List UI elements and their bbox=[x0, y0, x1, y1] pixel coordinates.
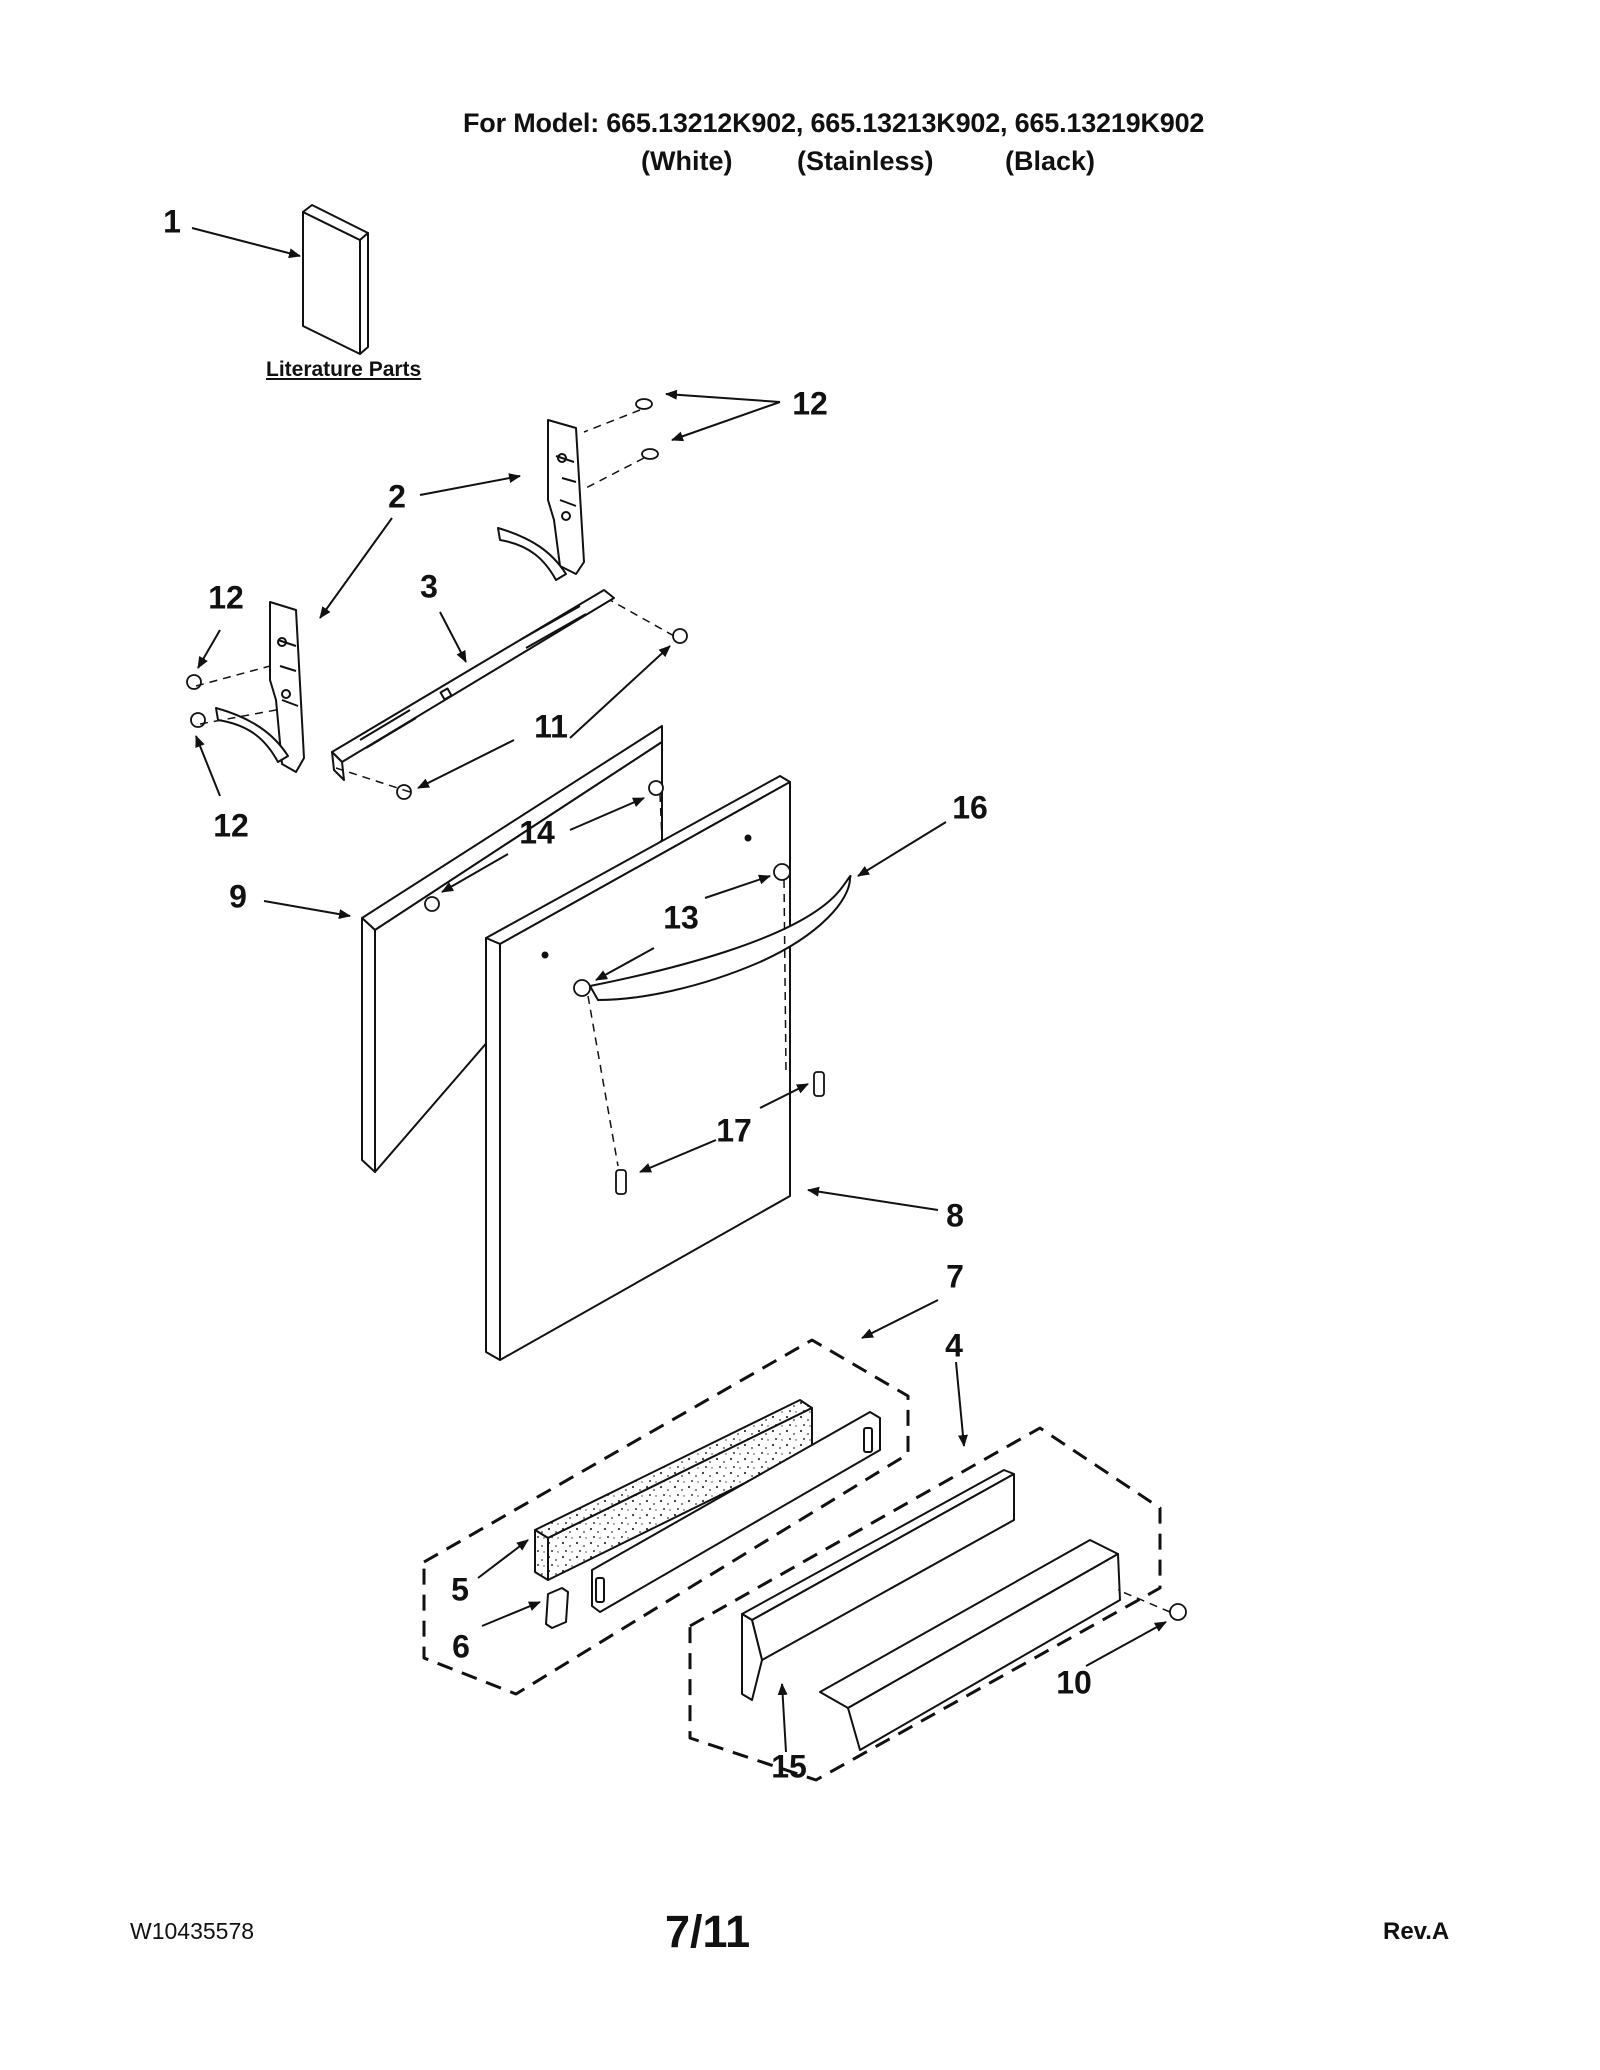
callout-7: 7 bbox=[946, 1258, 964, 1295]
hinge-bracket-left bbox=[215, 601, 305, 773]
literature-parts-label: Literature Parts bbox=[266, 358, 422, 381]
screw-13b bbox=[573, 979, 591, 997]
screw-11b bbox=[396, 784, 412, 800]
variant-black: (Black) bbox=[1005, 146, 1096, 176]
callout-15: 15 bbox=[771, 1748, 807, 1785]
screw-12a bbox=[635, 398, 653, 410]
stud-17a bbox=[813, 1071, 825, 1097]
screw-12c bbox=[186, 674, 202, 690]
callout-8: 8 bbox=[946, 1197, 964, 1234]
screw-13a bbox=[773, 863, 791, 881]
stud-17b bbox=[615, 1169, 627, 1195]
document-number: W10435578 bbox=[130, 1918, 255, 1944]
toe-panel bbox=[741, 1469, 1015, 1701]
screw-14a bbox=[648, 780, 664, 796]
toe-panel-bracket bbox=[819, 1539, 1121, 1751]
callout-16: 16 bbox=[952, 789, 988, 826]
callout-17: 17 bbox=[716, 1112, 752, 1149]
hinge-bracket-right bbox=[497, 419, 585, 581]
assembly-lines bbox=[195, 409, 1171, 1613]
screws bbox=[186, 398, 1187, 1621]
rail-bracket bbox=[331, 589, 615, 781]
callout-2: 2 bbox=[388, 478, 406, 515]
leader-arrows bbox=[191, 227, 1167, 1753]
inner-door bbox=[485, 775, 791, 1361]
literature-booklet bbox=[302, 204, 369, 355]
clip bbox=[545, 1587, 569, 1629]
screw-10 bbox=[1169, 1603, 1187, 1621]
callout-5: 5 bbox=[451, 1571, 469, 1608]
callout-12-left: 12 bbox=[208, 579, 244, 616]
toe-panel-kit-outline bbox=[688, 1426, 1162, 1782]
callout-1: 1 bbox=[163, 203, 181, 240]
callout-11: 11 bbox=[534, 708, 568, 745]
callout-9: 9 bbox=[229, 878, 247, 915]
foam-strip bbox=[534, 1399, 813, 1581]
callout-10: 10 bbox=[1056, 1664, 1092, 1701]
screw-12d bbox=[190, 712, 206, 728]
callout-6: 6 bbox=[452, 1628, 470, 1665]
page-number: 7/11 bbox=[665, 1906, 751, 1957]
screw-14b bbox=[424, 896, 440, 912]
kick-plate-trim bbox=[591, 1411, 881, 1613]
screw-12b bbox=[641, 448, 659, 460]
callout-4: 4 bbox=[945, 1327, 963, 1364]
callout-12-top: 12 bbox=[792, 385, 828, 422]
variant-white: (White) bbox=[641, 146, 733, 176]
callout-13: 13 bbox=[663, 899, 699, 936]
screw-11a bbox=[672, 628, 688, 644]
variant-stainless: (Stainless) bbox=[797, 146, 934, 176]
revision-label: Rev.A bbox=[1383, 1918, 1450, 1945]
kickplate-kit-outline bbox=[422, 1338, 910, 1696]
callout-12-lower: 12 bbox=[213, 807, 249, 844]
door-handle bbox=[589, 874, 852, 1001]
page-title: For Model: 665.13212K902, 665.13213K902,… bbox=[463, 108, 1205, 138]
callout-3: 3 bbox=[420, 568, 438, 605]
callout-14: 14 bbox=[519, 814, 555, 851]
